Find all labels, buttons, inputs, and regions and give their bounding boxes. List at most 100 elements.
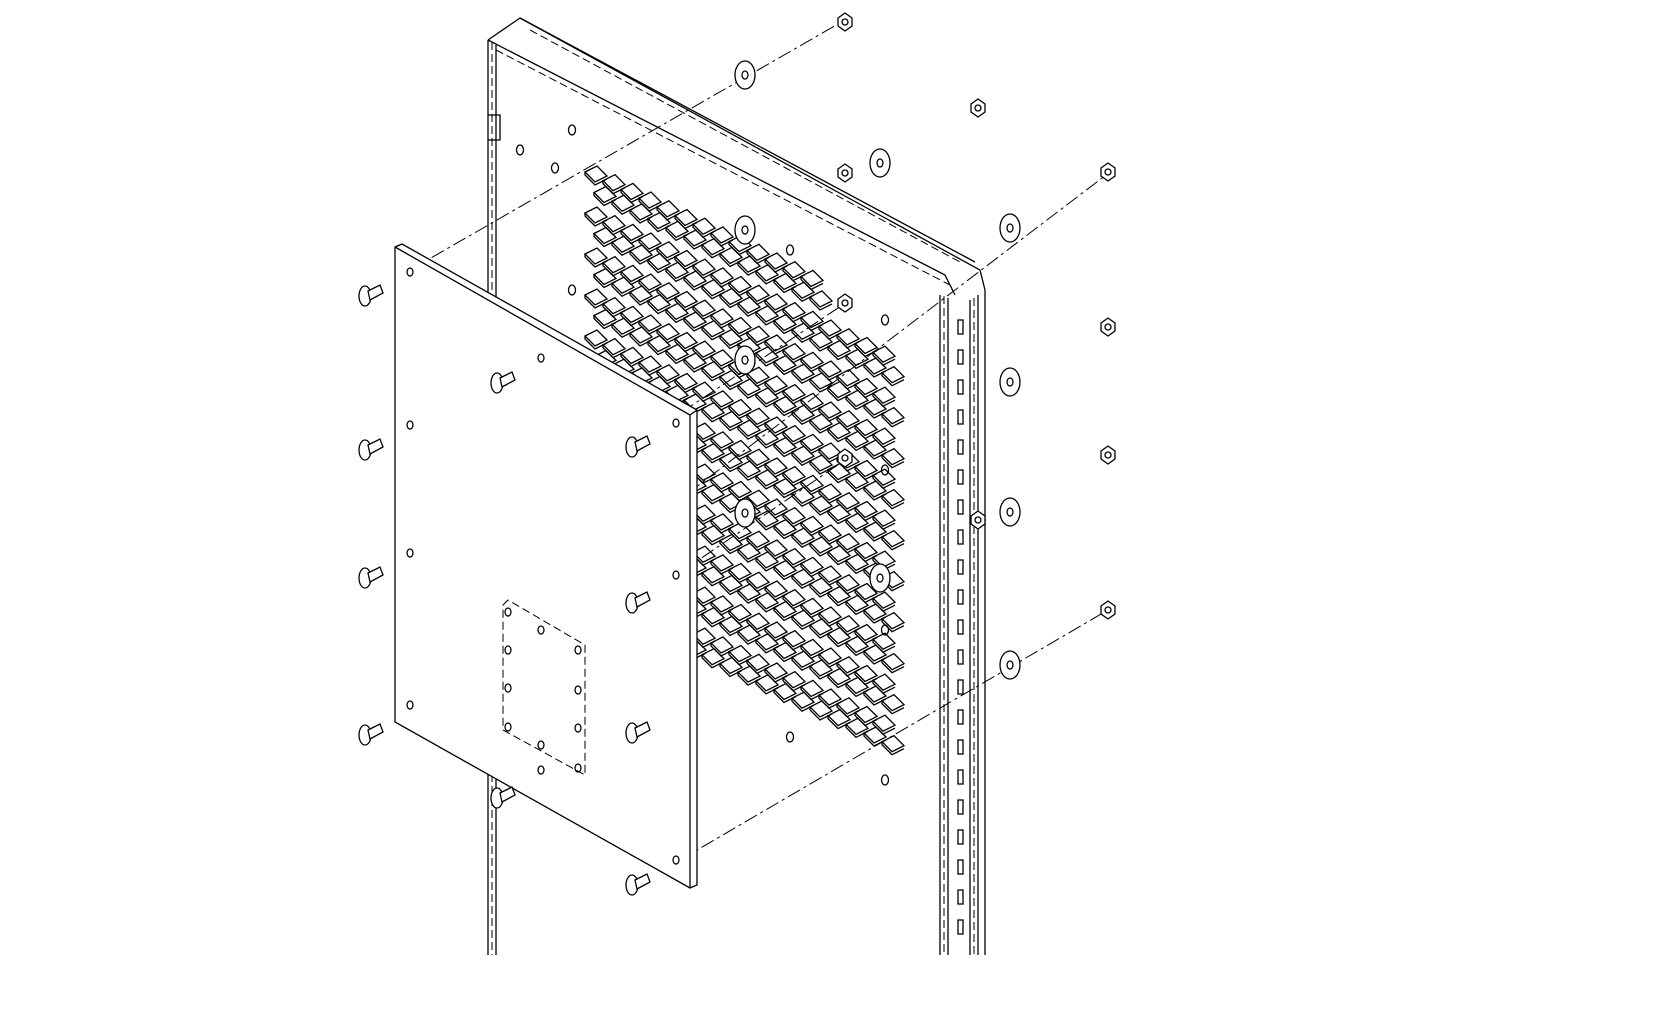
vent-hole	[754, 674, 780, 695]
vent-hole	[835, 615, 861, 636]
vent-hole	[790, 486, 816, 507]
hinge-slot	[957, 799, 964, 815]
vent-hole	[880, 365, 906, 387]
vent-hole	[808, 413, 834, 434]
washer-inner	[876, 158, 884, 168]
vent-hole	[871, 632, 897, 653]
washer-icon	[869, 563, 891, 593]
vent-hole	[664, 261, 690, 283]
vent-hole	[619, 264, 645, 286]
washer-inner	[741, 225, 749, 235]
vent-hole	[799, 433, 825, 455]
vent-hole	[709, 595, 735, 616]
hinge-slot	[957, 379, 964, 395]
vent-hole	[799, 638, 825, 660]
vent-hole	[736, 624, 762, 645]
bolts	[358, 284, 651, 896]
vent-hole	[736, 542, 762, 563]
vent-hole	[799, 556, 825, 578]
washer-icon	[734, 60, 756, 90]
vent-hole	[610, 276, 636, 297]
vent-hole	[655, 241, 681, 262]
vent-hole	[736, 460, 762, 481]
bolt-icon	[625, 435, 651, 458]
vent-hole	[826, 585, 852, 607]
vent-hole	[709, 554, 735, 575]
bolt-shank	[367, 284, 384, 301]
nut-bore	[841, 454, 849, 462]
plate-hole	[574, 645, 582, 655]
vent-hole	[781, 383, 807, 405]
bolt-shank	[367, 566, 384, 583]
hinge-slot	[957, 829, 964, 845]
vent-hole	[700, 483, 726, 505]
vent-hole	[610, 317, 636, 338]
vent-hole	[772, 272, 798, 294]
vent-hole	[637, 355, 663, 376]
vent-hole	[880, 488, 906, 510]
vent-hole	[727, 275, 753, 297]
vent-hole	[754, 510, 780, 531]
washer-icon	[999, 367, 1021, 397]
vent-hole	[808, 454, 834, 475]
bolt-icon	[358, 566, 384, 589]
nut-hex	[837, 448, 853, 468]
nut-icon	[970, 510, 986, 530]
vent-hole	[844, 389, 870, 411]
vent-hole	[817, 319, 843, 340]
vent-hole	[754, 346, 780, 367]
vent-hole	[781, 547, 807, 569]
vent-hole	[700, 442, 726, 464]
vent-hole	[817, 606, 843, 627]
hinge-slot	[957, 319, 964, 335]
vent-hole	[718, 656, 744, 678]
nut-icon	[837, 293, 853, 313]
hinge-slot	[957, 889, 964, 905]
nut-bore	[1104, 168, 1112, 176]
vent-hole	[790, 445, 816, 466]
vent-hole	[754, 633, 780, 654]
vent-hole	[763, 375, 789, 396]
vent-hole	[745, 653, 771, 675]
plate-hole	[672, 418, 680, 428]
vent-hole	[601, 214, 627, 236]
washer-outer	[734, 60, 756, 90]
washer-inner	[876, 573, 884, 583]
vent-hole	[799, 351, 825, 373]
vent-hole	[862, 603, 888, 624]
bolt-icon	[625, 873, 651, 896]
vent-hole	[664, 220, 690, 242]
hinge-slot	[957, 769, 964, 785]
hinge-slot	[957, 589, 964, 605]
vent-hole	[880, 447, 906, 469]
vent-hole	[772, 477, 798, 499]
vent-hole	[700, 319, 726, 341]
vent-hole	[763, 621, 789, 642]
vent-hole	[781, 301, 807, 323]
vent-hole	[844, 594, 870, 616]
vent-hole	[709, 390, 735, 411]
plate-hole	[537, 625, 545, 635]
vent-hole	[871, 468, 897, 489]
washer-inner	[741, 355, 749, 365]
vent-hole	[826, 503, 852, 525]
washer-icon	[734, 345, 756, 375]
vent-hole	[844, 512, 870, 534]
nut-icon	[837, 448, 853, 468]
plate-hole	[537, 765, 545, 775]
vent-hole	[727, 521, 753, 543]
vent-hole	[808, 290, 834, 311]
washer-icon	[734, 498, 756, 528]
plate-hole	[406, 700, 414, 710]
vent-hole	[871, 591, 897, 612]
hinge-slot	[957, 499, 964, 515]
vent-hole	[835, 328, 861, 349]
vent-hole	[691, 299, 717, 320]
vent-hole	[718, 574, 744, 596]
vent-hole	[736, 665, 762, 686]
vent-hole	[700, 278, 726, 300]
nut-bore	[1104, 451, 1112, 459]
vent-hole	[844, 430, 870, 452]
vent-hole	[673, 290, 699, 312]
vent-hole	[772, 518, 798, 540]
